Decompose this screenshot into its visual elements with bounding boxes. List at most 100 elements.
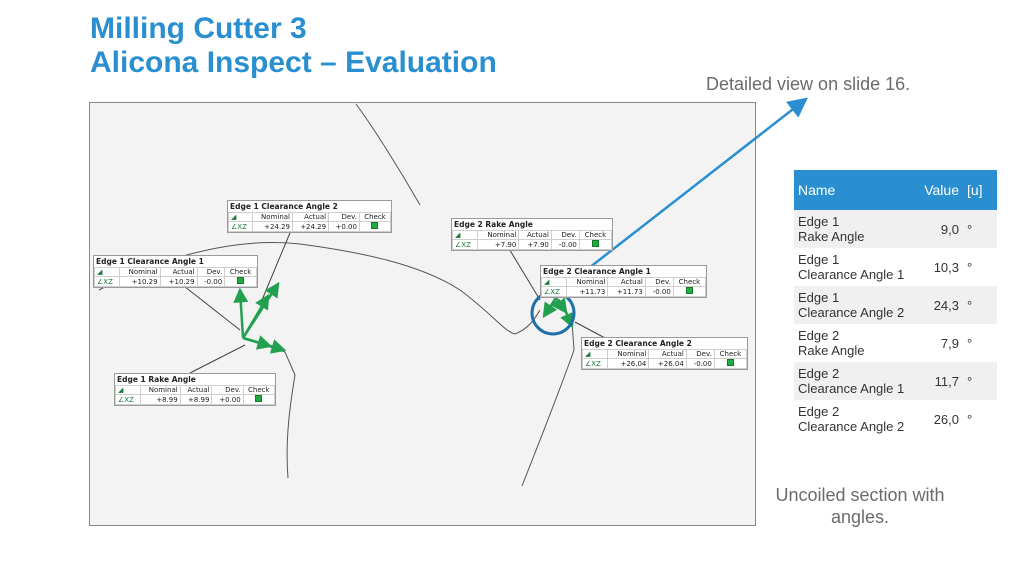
row-name-line1: Edge 2 <box>798 328 840 343</box>
right-profile-curve <box>521 321 575 487</box>
slide-subtitle: Alicona Inspect – Evaluation <box>90 46 497 79</box>
measurement-title: Edge 1 Clearance Angle 2 <box>230 202 338 211</box>
row-value: 9,0 <box>916 210 963 248</box>
row-name-line2: Rake Angle <box>798 343 865 358</box>
caption-note: Uncoiled section with angles. <box>775 485 945 527</box>
actual-value: +24.29 <box>292 221 330 232</box>
check-cell <box>224 276 257 287</box>
leader-line <box>179 282 241 331</box>
check-ok-icon <box>371 222 379 229</box>
callout-arrow <box>552 97 808 297</box>
col-dev: Dev. <box>550 230 580 240</box>
row-unit: ° <box>967 259 973 275</box>
outer-arc-curve <box>355 103 421 206</box>
row-value: 7,9 <box>940 335 959 351</box>
col-check: Check <box>224 267 257 277</box>
row-name-line1: Edge 1 <box>798 290 840 305</box>
check-cell <box>358 221 392 232</box>
measurement-box: Edge 1 Rake Angle ◢ Nominal Actual Dev. … <box>114 373 276 406</box>
col-check: Check <box>713 349 748 359</box>
col-dev: Dev. <box>196 267 226 277</box>
check-ok-icon <box>237 277 245 284</box>
check-ok-icon <box>591 240 599 247</box>
row-value: 24,3 <box>916 286 963 324</box>
row-unit: ° <box>963 362 997 400</box>
col-check: Check <box>358 212 392 222</box>
angle-plane-icon: ◢ <box>540 277 568 287</box>
slide-title: Milling Cutter 3 <box>90 12 307 45</box>
measurement-box: Edge 1 Clearance Angle 2 ◢ Nominal Actua… <box>227 200 392 233</box>
nominal-value: +7.90 <box>477 239 520 250</box>
dev-value: -0.00 <box>644 286 674 297</box>
col-actual: Actual <box>607 277 646 287</box>
detail-note: Detailed view on slide 16. <box>706 74 911 94</box>
row-name-line2: Clearance Angle 1 <box>798 267 905 282</box>
col-actual: Actual <box>518 230 552 240</box>
check-ok-icon <box>255 395 263 402</box>
col-check: Check <box>242 385 276 395</box>
angle-plane-icon: ◢ <box>451 230 479 240</box>
edge2-angle-vectors <box>542 297 574 329</box>
axis-label: ∠XZ <box>451 239 479 250</box>
actual-value: +7.90 <box>518 239 552 250</box>
axis-label: ∠XZ <box>115 394 141 405</box>
actual-value: +11.73 <box>607 286 646 297</box>
dev-value: -0.00 <box>550 239 580 250</box>
col-actual: Actual <box>159 267 198 277</box>
leader-line <box>189 344 246 374</box>
check-cell <box>242 394 276 405</box>
measurement-title: Edge 1 Clearance Angle 1 <box>96 257 204 266</box>
col-check: Check <box>672 277 707 287</box>
left-flank-curve <box>242 337 296 479</box>
axis-label: ∠XZ <box>581 358 609 369</box>
col-dev: Dev. <box>211 385 244 395</box>
col-nominal: Nominal <box>252 212 294 222</box>
measurement-box: Edge 2 Clearance Angle 1 ◢ Nominal Actua… <box>540 265 707 298</box>
left-profile-curve <box>98 242 541 335</box>
dev-value: +0.00 <box>211 394 244 405</box>
row-value: 11,7 <box>916 362 963 400</box>
row-value: 26,0 <box>933 411 959 427</box>
measurement-title: Edge 2 Clearance Angle 2 <box>584 339 692 348</box>
nominal-value: +8.99 <box>139 394 181 405</box>
table-header-row: Name Value [u] <box>794 170 997 210</box>
row-name-line2: Clearance Angle 1 <box>798 381 905 396</box>
actual-value: +8.99 <box>179 394 213 405</box>
leader-line <box>261 227 293 301</box>
col-actual: Actual <box>292 212 330 222</box>
col-nominal: Nominal <box>477 230 520 240</box>
measurement-box: Edge 1 Clearance Angle 1 ◢ Nominal Actua… <box>93 255 258 288</box>
inspection-viewport[interactable] <box>89 102 756 526</box>
col-nominal: Nominal <box>607 349 650 359</box>
measurement-title: Edge 1 Rake Angle <box>117 375 196 384</box>
row-unit: ° <box>967 411 973 427</box>
angle-plane-icon: ◢ <box>581 349 609 359</box>
measurement-box: Edge 2 Clearance Angle 2 ◢ Nominal Actua… <box>581 337 748 370</box>
check-cell <box>713 358 748 369</box>
row-name-line1: Edge 1 <box>798 252 840 267</box>
col-check: Check <box>578 230 613 240</box>
leader-line <box>574 321 606 339</box>
nominal-value: +11.73 <box>566 286 609 297</box>
header-value: Value <box>916 170 963 210</box>
col-dev: Dev. <box>328 212 360 222</box>
check-cell <box>578 239 613 250</box>
leader-line <box>507 246 541 301</box>
row-value: 10,3 <box>933 259 959 275</box>
nominal-value: +24.29 <box>252 221 294 232</box>
col-dev: Dev. <box>644 277 674 287</box>
measurement-title: Edge 2 Rake Angle <box>454 220 533 229</box>
row-name-line1: Edge 1 <box>798 214 840 229</box>
dev-value: -0.00 <box>685 358 715 369</box>
